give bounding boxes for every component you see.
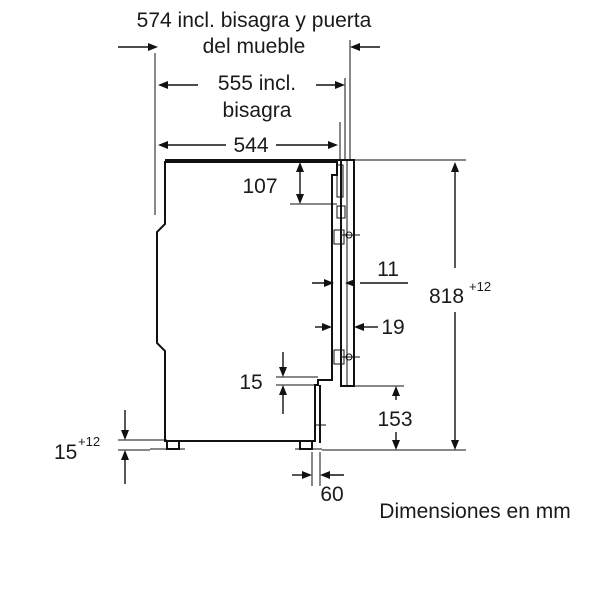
label-574-line1: 574 incl. bisagra y puerta [137,9,372,32]
dim-line-574 [118,40,380,215]
caption-units: Dimensiones en mm [379,500,570,523]
appliance-outline [150,159,360,450]
label-818-tolerance: +12 [469,279,491,294]
dim-line-544 [158,122,341,160]
label-19: 19 [381,316,404,339]
label-15-feet: 15 [54,441,77,464]
dim-line-555 [158,78,346,160]
label-15-feet-tolerance: +12 [78,434,100,449]
label-60: 60 [320,483,343,506]
label-555-line1: 555 incl. [218,72,296,95]
label-153: 153 [377,408,412,431]
label-15-lower: 15 [239,371,262,394]
label-544: 544 [233,134,268,157]
label-574-line2: del mueble [203,35,306,58]
label-818: 818 [429,285,464,308]
dim-line-153 [354,385,404,450]
dim-line-818 [322,159,466,451]
dim-line-11 [312,279,408,287]
dim-line-107 [290,162,337,205]
label-11: 11 [377,258,399,281]
label-555-line2: bisagra [223,99,292,122]
dim-line-19 [315,323,378,331]
label-107: 107 [242,175,277,198]
dim-line-60 [292,452,344,486]
dim-line-15-feet [118,410,167,484]
dim-line-15-lower [276,352,318,414]
